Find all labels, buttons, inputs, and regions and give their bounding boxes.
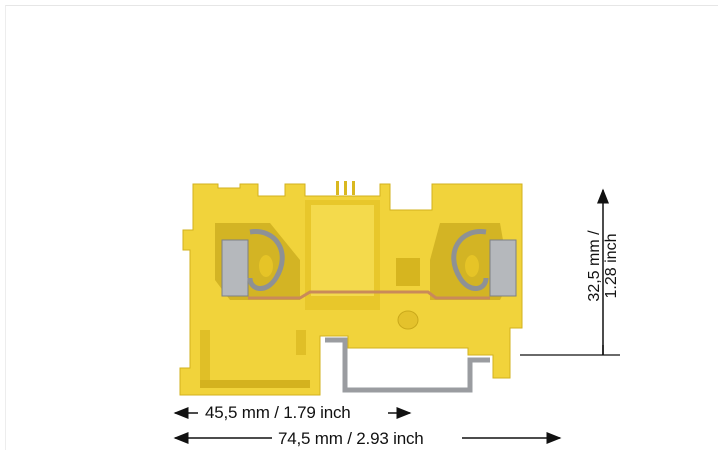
height-dimension bbox=[520, 188, 620, 356]
height-label-line2: 1.28 inch bbox=[603, 233, 620, 299]
right-cage-clamp bbox=[451, 229, 517, 297]
busbar bbox=[248, 290, 490, 300]
height-dimension-label: 32,5 mm / 1.28 inch bbox=[586, 211, 620, 321]
length-dimension-label: 74,5 mm / 2.93 inch bbox=[278, 429, 424, 448]
left-cage-clamp bbox=[221, 229, 285, 297]
width-dimension-label: 45,5 mm / 1.79 inch bbox=[205, 403, 351, 422]
rail-foot bbox=[325, 337, 490, 393]
height-label-line1: 32,5 mm / bbox=[586, 230, 603, 302]
image-frame bbox=[5, 5, 718, 450]
